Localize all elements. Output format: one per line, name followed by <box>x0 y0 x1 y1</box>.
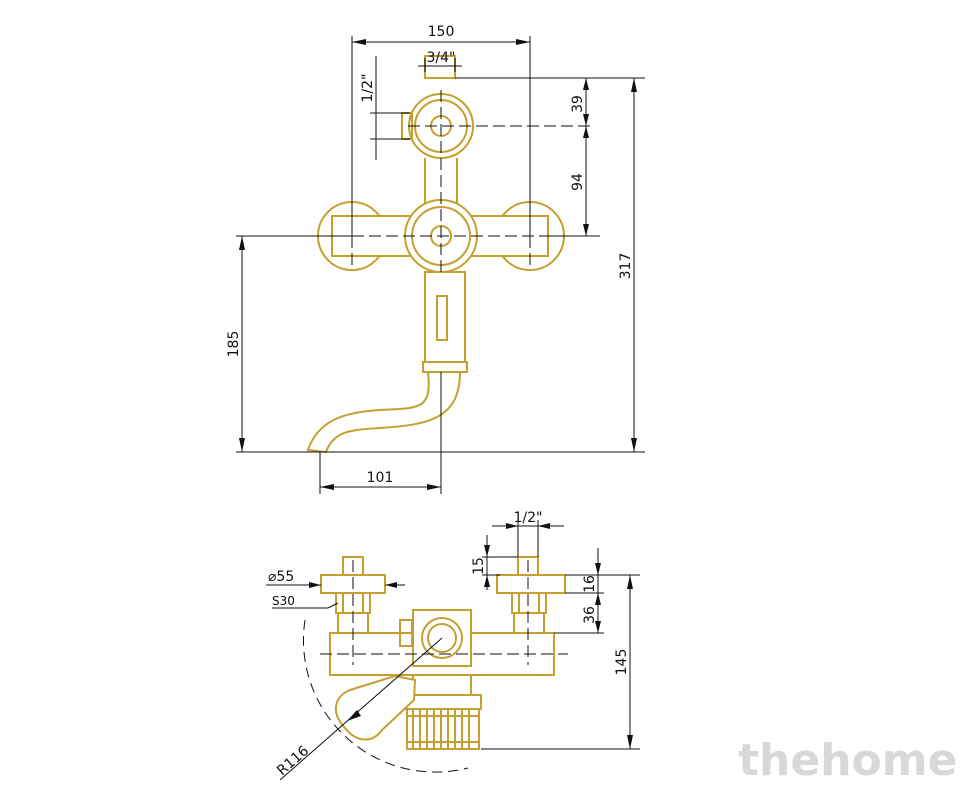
dim-16-36: 16 36 <box>554 548 640 634</box>
dim-label-top-thread: 1/2" <box>514 510 543 526</box>
dim-inlet-thread: 3/4" <box>418 50 462 72</box>
dim-label-317: 317 <box>618 253 634 280</box>
dim-label-39: 39 <box>570 95 586 113</box>
dim-label-185: 185 <box>226 331 242 358</box>
dim-label-s30: S30 <box>272 594 295 608</box>
dim-top-thread: 1/2" <box>492 510 564 557</box>
dim-39-94: 39 94 <box>455 77 600 237</box>
watermark-logo: thehome <box>738 735 957 786</box>
spout <box>306 271 468 454</box>
dim-diameter-55: ⌀55 <box>266 569 405 588</box>
dim-101: 101 <box>319 372 442 494</box>
dim-label-145: 145 <box>614 649 630 676</box>
dim-label-101: 101 <box>367 470 394 486</box>
dim-label-36: 36 <box>582 606 598 624</box>
spout-curve <box>306 371 462 454</box>
swing-radius-arc <box>302 619 469 773</box>
dim-label-inlet-thread: 3/4" <box>427 50 456 66</box>
dim-label-94: 94 <box>570 173 586 191</box>
dim-s30: S30 <box>272 594 339 609</box>
dim-317: 317 <box>600 77 645 452</box>
dim-150: 150 <box>351 24 531 236</box>
dim-label-r116: R116 <box>274 743 312 779</box>
front-view: 150 3/4" 1/2" 39 94 <box>226 24 645 494</box>
dim-label-15: 15 <box>471 557 487 575</box>
right-flange-nut <box>496 574 566 594</box>
dim-145: 145 <box>481 575 640 750</box>
right-connection <box>496 556 566 634</box>
spout-neck <box>424 271 466 363</box>
dim-label-side-thread: 1/2" <box>360 74 376 103</box>
top-view: R116 1/2" 15 16 <box>266 510 640 781</box>
dim-15: 15 <box>471 535 518 590</box>
dim-label-16: 16 <box>582 575 598 593</box>
dim-label-150: 150 <box>428 24 455 40</box>
dim-label-diameter-55: ⌀55 <box>268 569 294 585</box>
right-hex-nut <box>511 592 547 614</box>
top-spout <box>335 674 417 741</box>
dim-side-thread: 1/2" <box>360 56 410 160</box>
